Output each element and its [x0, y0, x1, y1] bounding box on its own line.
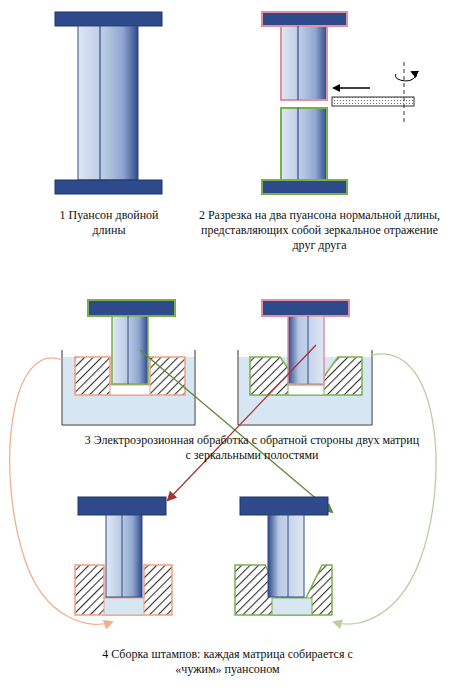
step-caption: 1 Пуансон двойной длины — [48, 208, 170, 238]
step-caption: 2 Разрезка на два пуансона нормальной дл… — [192, 208, 447, 253]
return-arrow — [334, 354, 436, 624]
cutting-wheel — [332, 62, 415, 122]
edm-tank-left — [62, 300, 195, 425]
cross-arrow — [140, 350, 332, 512]
cross-arrow — [168, 345, 316, 500]
assembled-die-right — [235, 497, 332, 615]
assembled-die-left — [75, 497, 172, 615]
step-caption: 3 Электроэрозионная обработка с обратной… — [82, 433, 422, 463]
double-punch — [55, 12, 162, 194]
step-caption: 4 Сборка штампов: каждая матрица собирае… — [85, 647, 370, 677]
